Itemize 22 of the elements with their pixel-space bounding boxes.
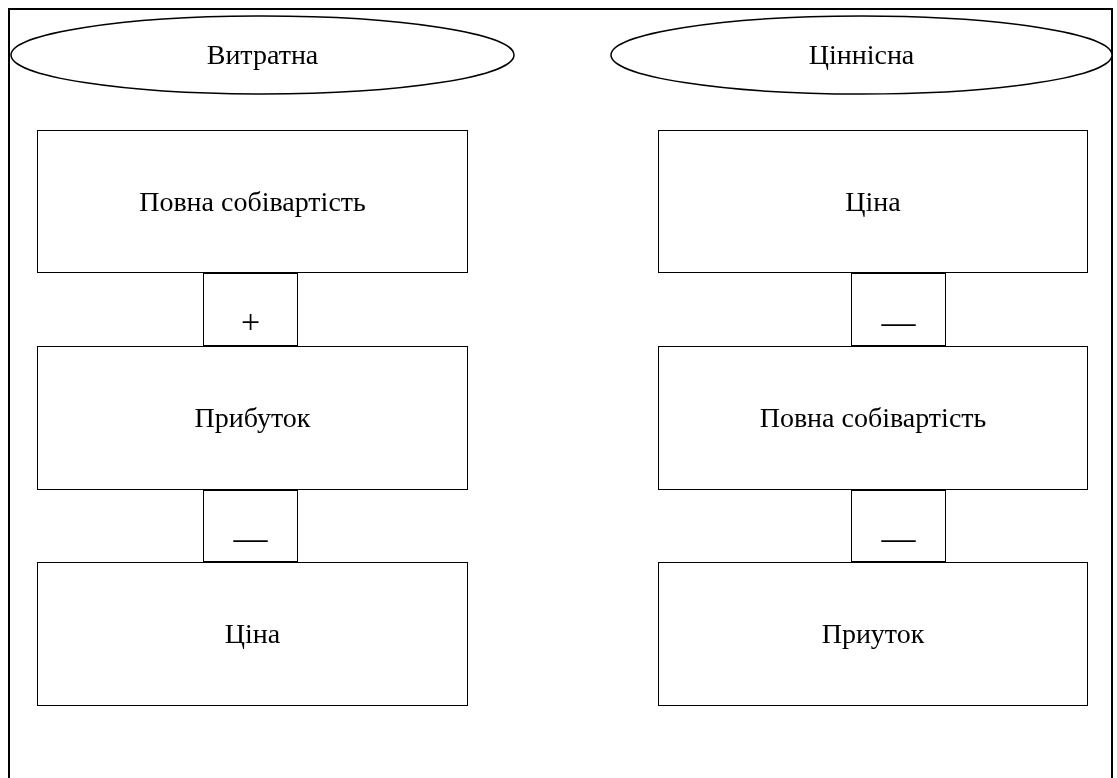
operator-box <box>851 273 946 346</box>
node-label: Повна собівартість <box>759 402 987 434</box>
node-label: Ціна <box>845 185 901 218</box>
operator-box <box>203 273 298 346</box>
node-label: Приуток <box>821 618 925 650</box>
operator-sign: + <box>240 305 261 339</box>
process-box <box>37 562 468 706</box>
node-label: Ціннісна <box>808 39 915 71</box>
operator-box <box>203 490 298 562</box>
operator-box <box>851 490 946 562</box>
operator-sign: — <box>233 521 268 555</box>
process-box <box>37 130 468 273</box>
node-label: Витратна <box>206 39 319 71</box>
operator-sign: — <box>881 305 916 339</box>
process-box <box>37 346 468 490</box>
process-box <box>658 130 1088 273</box>
node-label: Ціна <box>224 618 281 650</box>
operator-sign: — <box>881 521 916 555</box>
node-label: Повна собівартість <box>139 185 366 218</box>
process-box <box>658 562 1088 706</box>
process-box <box>658 346 1088 490</box>
node-label: Прибуток <box>194 402 311 434</box>
